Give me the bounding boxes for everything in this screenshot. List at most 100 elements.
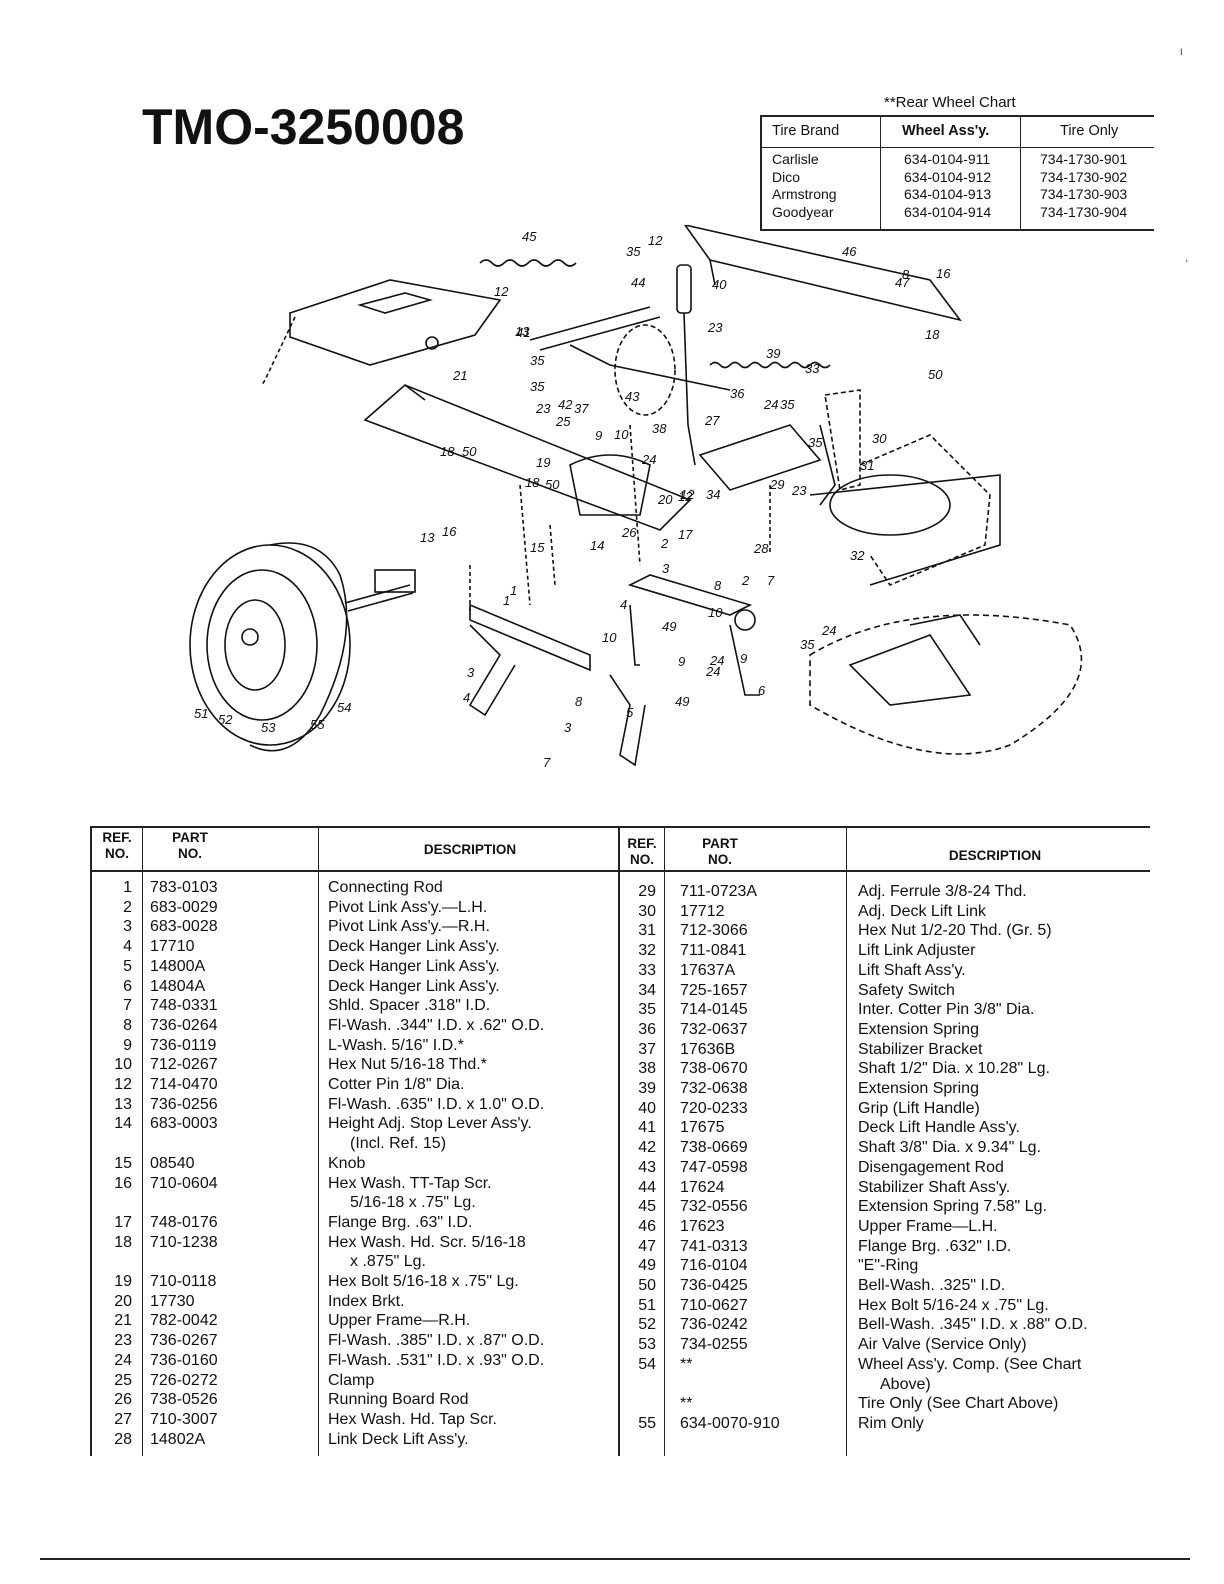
wheel-chart-cell-wheel: 634-0104-913 bbox=[904, 186, 992, 202]
part-part: 732-0637 bbox=[680, 1020, 748, 1038]
part-desc: Index Brkt. bbox=[328, 1292, 405, 1310]
part-ref: 53 bbox=[638, 1336, 656, 1354]
part-desc: Connecting Rod bbox=[328, 879, 443, 896]
wheel-chart-title: **Rear Wheel Chart bbox=[884, 94, 1016, 111]
part-desc: Deck Hanger Link Ass'y. bbox=[328, 977, 500, 995]
part-part: 17675 bbox=[680, 1119, 725, 1137]
col-divider bbox=[142, 826, 143, 1456]
part-part: 710-1238 bbox=[150, 1233, 218, 1251]
part-desc: L-Wash. 5/16" I.D.* bbox=[328, 1036, 464, 1054]
part-part: 14800A bbox=[150, 957, 206, 975]
part-desc: "E"-Ring bbox=[858, 1257, 919, 1275]
callout-label: 6 bbox=[758, 683, 766, 698]
part-part: 741-0313 bbox=[680, 1237, 748, 1255]
part-desc: Safety Switch bbox=[858, 981, 955, 999]
part-desc: Clamp bbox=[328, 1371, 375, 1389]
part-part: 17710 bbox=[150, 938, 195, 956]
callout-label: 21 bbox=[452, 368, 467, 383]
callout-label: 29 bbox=[769, 477, 784, 492]
callout-label: 13 bbox=[515, 324, 530, 339]
part-desc: Upper Frame—R.H. bbox=[328, 1312, 471, 1330]
part-part: 710-0604 bbox=[150, 1174, 218, 1192]
part-part: 714-0145 bbox=[680, 1001, 748, 1019]
part-desc: Knob bbox=[328, 1154, 366, 1172]
upper-frame-lh bbox=[683, 223, 962, 322]
callout-label: 50 bbox=[928, 367, 943, 382]
header-ref-no-left: REF. NO. bbox=[94, 830, 140, 862]
part-desc: Shld. Spacer .318" I.D. bbox=[328, 997, 491, 1015]
part-part: 748-0331 bbox=[150, 997, 218, 1015]
callout-label: 3 bbox=[564, 720, 572, 735]
part-ref: 26 bbox=[114, 1391, 132, 1409]
header-part-no-text: PART NO. bbox=[702, 836, 738, 867]
part-ref: 2 bbox=[123, 898, 132, 916]
callout-label: 14 bbox=[590, 538, 604, 553]
part-desc: Lift Shaft Ass'y. bbox=[858, 961, 966, 979]
callout-label: 17 bbox=[678, 527, 693, 542]
part-part: 710-3007 bbox=[150, 1410, 218, 1428]
callout-label: 26 bbox=[621, 525, 637, 540]
callout-label: 24 bbox=[763, 397, 778, 412]
part-desc: Lift Link Adjuster bbox=[858, 942, 976, 960]
header-part-no-left: PART NO. bbox=[150, 830, 230, 862]
wheel-chart-cell-brand: Dico bbox=[772, 168, 801, 185]
part-ref: 4 bbox=[123, 938, 132, 956]
part-ref: 29 bbox=[638, 883, 656, 900]
part-ref: 28 bbox=[114, 1430, 132, 1448]
part-part: 738-0526 bbox=[150, 1391, 218, 1409]
part-desc: Adj. Deck Lift Link bbox=[858, 902, 987, 920]
part-part: 714-0470 bbox=[150, 1076, 218, 1093]
part-ref: 18 bbox=[114, 1233, 132, 1251]
col-divider bbox=[664, 826, 665, 1456]
part-part: 748-0176 bbox=[150, 1213, 218, 1231]
part-ref: 24 bbox=[114, 1351, 132, 1369]
callout-label: 37 bbox=[574, 401, 589, 416]
callout-label: 35 bbox=[780, 397, 795, 412]
callout-label: 8 bbox=[575, 694, 583, 709]
header-ref-no-text: REF. NO. bbox=[102, 830, 132, 861]
part-desc: Hex Nut 5/16-18 Thd.* bbox=[328, 1056, 487, 1074]
part-ref: 19 bbox=[114, 1273, 132, 1290]
part-desc: Rim Only bbox=[858, 1414, 924, 1432]
callout-label: 51 bbox=[194, 706, 208, 721]
part-part: 738-0670 bbox=[680, 1060, 748, 1078]
part-part: 17624 bbox=[680, 1178, 725, 1196]
part-ref: 54 bbox=[638, 1355, 656, 1373]
part-ref: 36 bbox=[638, 1020, 656, 1038]
header-part-no-right: PART NO. bbox=[670, 836, 770, 868]
header-description-left: DESCRIPTION bbox=[423, 842, 517, 857]
callout-label: 35 bbox=[800, 637, 815, 652]
callout-label: 34 bbox=[706, 487, 720, 502]
callout-label: 36 bbox=[730, 386, 745, 401]
part-desc: Shaft 3/8" Dia. x 9.34" Lg. bbox=[858, 1139, 1042, 1157]
part-ref: 6 bbox=[123, 977, 132, 995]
part-part: 17730 bbox=[150, 1292, 195, 1310]
part-ref: 46 bbox=[638, 1217, 656, 1235]
callout-label: 30 bbox=[872, 431, 887, 446]
part-desc: Pivot Link Ass'y.—R.H. bbox=[328, 918, 490, 936]
part-part: 716-0104 bbox=[680, 1257, 748, 1275]
callout-label: 41 bbox=[516, 325, 530, 340]
callout-label: 16 bbox=[442, 524, 457, 539]
parts-list-table: REF. NO. PART NO. DESCRIPTION REF. NO. P… bbox=[90, 826, 1150, 1456]
part-ref: 12 bbox=[114, 1076, 132, 1093]
callout-label: 4 bbox=[620, 597, 627, 612]
part-part: 747-0598 bbox=[680, 1158, 748, 1176]
callout-label: 4 bbox=[463, 690, 470, 705]
callout-label: 50 bbox=[545, 477, 560, 492]
callout-label: 35 bbox=[808, 435, 823, 450]
callout-label: 9 bbox=[678, 654, 685, 669]
callout-label: 35 bbox=[530, 379, 545, 394]
callout-label: 16 bbox=[936, 266, 951, 281]
part-part: 711-0841 bbox=[680, 942, 747, 960]
callout-label: 24 bbox=[821, 623, 836, 638]
part-ref: 38 bbox=[638, 1060, 656, 1078]
callout-label: 9 bbox=[595, 428, 602, 443]
part-part: 683-0028 bbox=[150, 918, 218, 936]
callout-label: 46 bbox=[842, 244, 857, 259]
callout-label: 44 bbox=[631, 275, 645, 290]
part-part: 720-0233 bbox=[680, 1099, 748, 1117]
callout-label: 1 bbox=[503, 593, 510, 608]
callout-label: 12 bbox=[494, 284, 509, 299]
